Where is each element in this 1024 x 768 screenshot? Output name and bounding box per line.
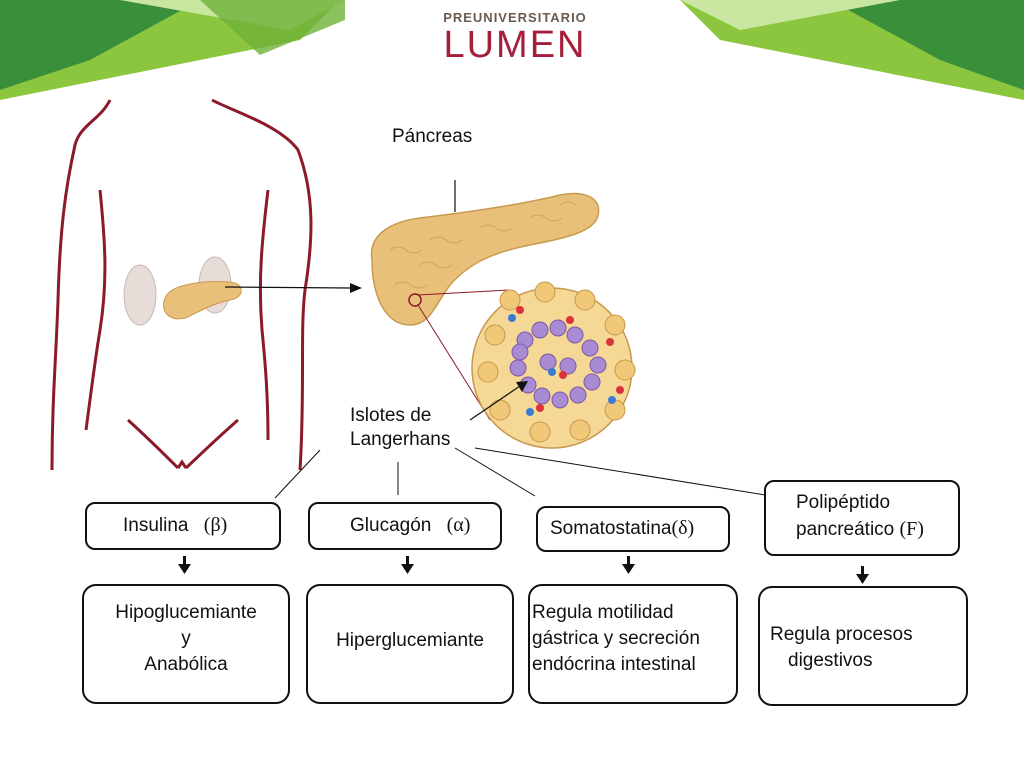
effect-line: y [181,628,191,649]
hormone-box-somatostatin: Somatostatina(δ) [536,506,730,552]
hormone-cell-type: (δ) [671,517,695,539]
pancreas-label: Páncreas [392,126,473,147]
down-arrows [178,556,869,584]
effect-line: Anabólica [144,654,228,675]
effect-box-glucagon: Hiperglucemiante [306,584,514,704]
hormone-cell-type: (F) [899,518,924,540]
islet-cells [509,319,607,409]
islets-label-line2: Langerhans [350,429,451,450]
hormone-name-line2: pancreático [796,519,895,540]
islets-label-line1: Islotes de [350,405,432,426]
brand-logo: PREUNIVERSITARIO LUMEN [440,6,590,76]
effect-line: gástrica y secreción [532,628,700,649]
hormone-cell-type: (β) [203,514,228,536]
hormone-box-glucagon: Glucagón (α) [308,502,502,550]
effect-line: Hipoglucemiante [115,602,257,623]
connector-lines [274,447,766,499]
hormone-box-insulin: Insulina (β) [85,502,281,550]
hormone-box-polypeptide: Polipéptido pancreático (F) [764,480,960,556]
effect-box-polypeptide: Regula procesos digestivos [758,586,968,706]
acinar-cells [477,281,636,443]
hormone-name: Somatostatina [550,518,672,539]
logo-subtitle: PREUNIVERSITARIO [443,10,587,25]
kidney-left [123,264,157,326]
effect-box-insulin: Hipoglucemiante y Anabólica [82,584,290,704]
hormone-name: Insulina [123,515,189,536]
effect-line: digestivos [788,650,873,671]
effect-box-somatostatin: Regula motilidad gástrica y secreción en… [528,584,738,704]
effect-line: endócrina intestinal [532,654,696,675]
pancreas-small [163,281,242,320]
delta-cells [508,314,616,416]
islets-label: Islotes de Langerhans [350,404,450,452]
effect-line: Hiperglucemiante [336,630,484,651]
effect-line: Regula motilidad [532,602,674,623]
hormone-name-line1: Polipéptido [796,492,891,513]
effect-line: Regula procesos [770,624,913,645]
header-decoration [0,0,1024,100]
body-outline [50,98,313,471]
logo-title: LUMEN [443,24,587,66]
hormone-cell-type: (α) [446,514,471,536]
pancreas-large [370,192,600,326]
hormone-name: Glucagón [350,515,432,536]
alpha-cells [516,306,624,412]
